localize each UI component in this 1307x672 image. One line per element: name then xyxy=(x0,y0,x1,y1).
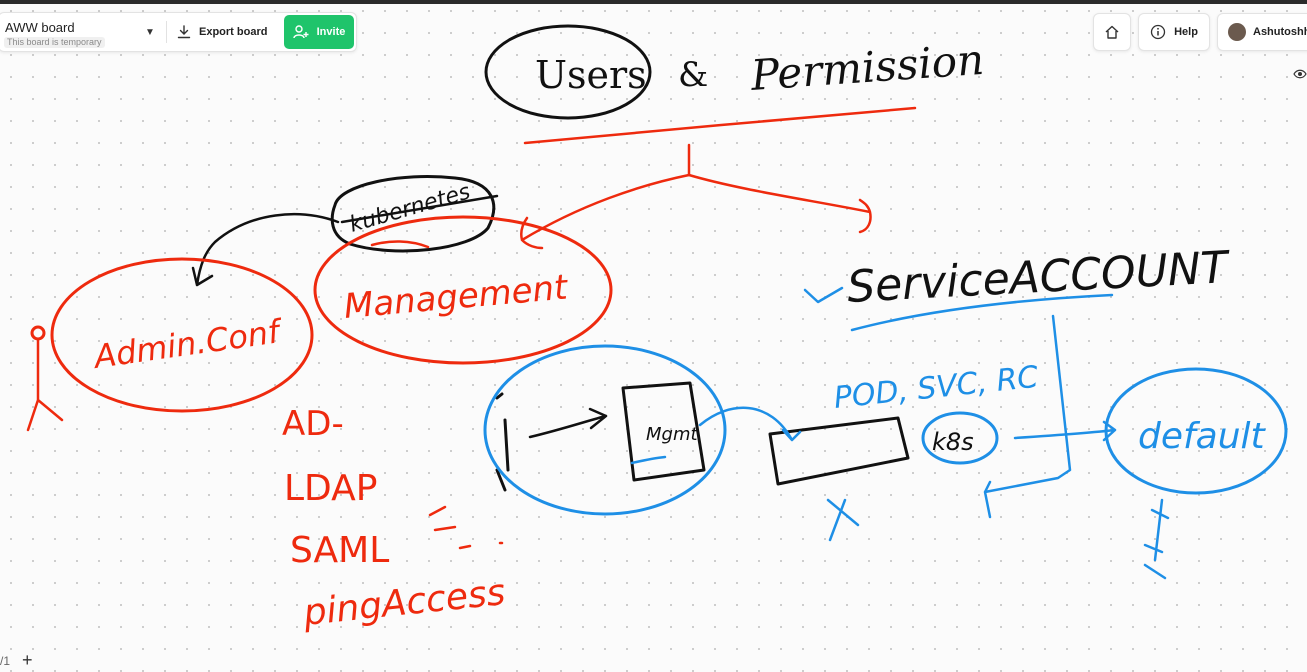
board-toolbar: AWW board This board is temporary ▼ Expo… xyxy=(0,12,357,52)
user-figure-head xyxy=(30,325,46,341)
saml-dash-marks xyxy=(428,505,504,550)
user-pod-ellipse xyxy=(483,344,727,516)
service-bracket xyxy=(983,314,1072,519)
help-button[interactable]: Help xyxy=(1138,13,1210,51)
kubernetes-label: kubernetes xyxy=(347,179,473,237)
management-ellipse xyxy=(313,215,613,365)
title-permission: Permission xyxy=(748,35,985,100)
export-board-button[interactable]: Export board xyxy=(177,22,267,42)
default-label: default xyxy=(1138,416,1267,457)
toolbar-divider xyxy=(166,21,167,43)
default-ellipse xyxy=(1104,367,1288,495)
eye-icon[interactable] xyxy=(1293,68,1307,80)
k8s-label: k8s xyxy=(932,428,974,456)
mgmt-underline xyxy=(630,455,667,465)
management-label: Management xyxy=(342,267,570,327)
info-icon xyxy=(1150,24,1166,40)
mgmt-entry-arrow xyxy=(528,407,608,439)
title-underline xyxy=(523,106,917,145)
pod-box xyxy=(768,416,910,486)
page-indicator: /1 xyxy=(0,654,11,668)
kubernetes-ellipse xyxy=(330,175,496,253)
home-icon xyxy=(1105,25,1119,39)
user-figure-marker xyxy=(495,392,510,492)
admin-ellipse xyxy=(50,257,314,413)
top-edge-bar xyxy=(0,0,1307,4)
mgmt-to-pod-arrow xyxy=(698,406,802,442)
admin-conf-label: Admin.Conf xyxy=(90,312,286,376)
user-figure-body xyxy=(26,337,64,432)
service-check-icon xyxy=(803,286,844,304)
user-menu-button[interactable]: Ashutoshh S xyxy=(1217,13,1307,51)
title-users: Users xyxy=(535,53,647,97)
download-icon xyxy=(177,25,191,39)
kubernetes-underline xyxy=(340,194,499,224)
temporary-badge: This board is temporary xyxy=(4,37,105,48)
home-button[interactable] xyxy=(1093,13,1131,51)
service-account-label: ServiceACCOUNT xyxy=(846,242,1232,313)
auth-pingaccess: pingAccess xyxy=(301,572,508,634)
add-page-button[interactable]: + xyxy=(22,650,33,670)
user-name: Ashutoshh S xyxy=(1253,26,1307,38)
pod-svc-rc-label: POD, SVC, RC xyxy=(832,360,1040,416)
auth-ldap: LDAP xyxy=(284,468,377,509)
kube-to-admin-arrow xyxy=(191,213,340,287)
auth-ad: AD- xyxy=(282,404,344,444)
k8s-ellipse xyxy=(921,411,999,465)
users-circle xyxy=(484,24,652,120)
chevron-down-icon[interactable]: ▼ xyxy=(145,27,155,38)
help-label: Help xyxy=(1174,26,1198,38)
mgmt-box-label: Mgmt xyxy=(646,424,698,445)
export-board-label: Export board xyxy=(199,26,268,38)
add-user-icon xyxy=(292,25,309,39)
auth-saml: SAML xyxy=(290,530,389,571)
invite-button[interactable]: Invite xyxy=(284,15,354,49)
management-accent xyxy=(370,240,430,249)
avatar xyxy=(1228,23,1246,41)
invite-label: Invite xyxy=(316,26,346,38)
service-underline xyxy=(850,293,1114,332)
title-conjunction: & xyxy=(678,55,708,95)
mgmt-box xyxy=(621,381,706,482)
branch-right-arrow xyxy=(687,173,872,234)
branch-left-arrow xyxy=(519,173,691,250)
default-strikes xyxy=(1143,498,1170,580)
board-name[interactable]: AWW board xyxy=(5,20,75,35)
pod-x-mark xyxy=(826,498,860,542)
